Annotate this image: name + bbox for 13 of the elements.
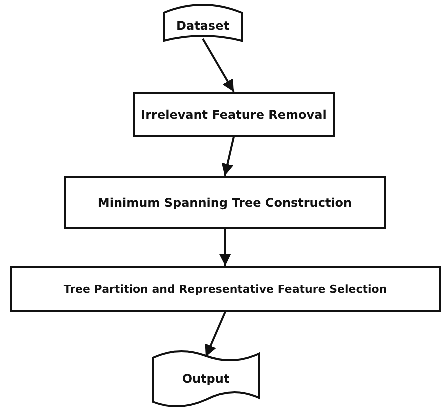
process-box [64, 176, 386, 229]
node-label: Tree Partition and Representative Feature Selection [64, 282, 388, 296]
arrow [205, 312, 226, 358]
node-label: Irrelevant Feature Removal [141, 108, 327, 122]
node-label: Dataset [176, 19, 230, 33]
arrow [202, 38, 235, 92]
arrow [219, 228, 232, 266]
arrow [222, 136, 235, 176]
process-box [10, 266, 441, 312]
node-label: Output [182, 372, 230, 386]
process-box [133, 92, 335, 137]
document-shape [152, 350, 260, 408]
node-label: Minimum Spanning Tree Construction [98, 196, 352, 210]
